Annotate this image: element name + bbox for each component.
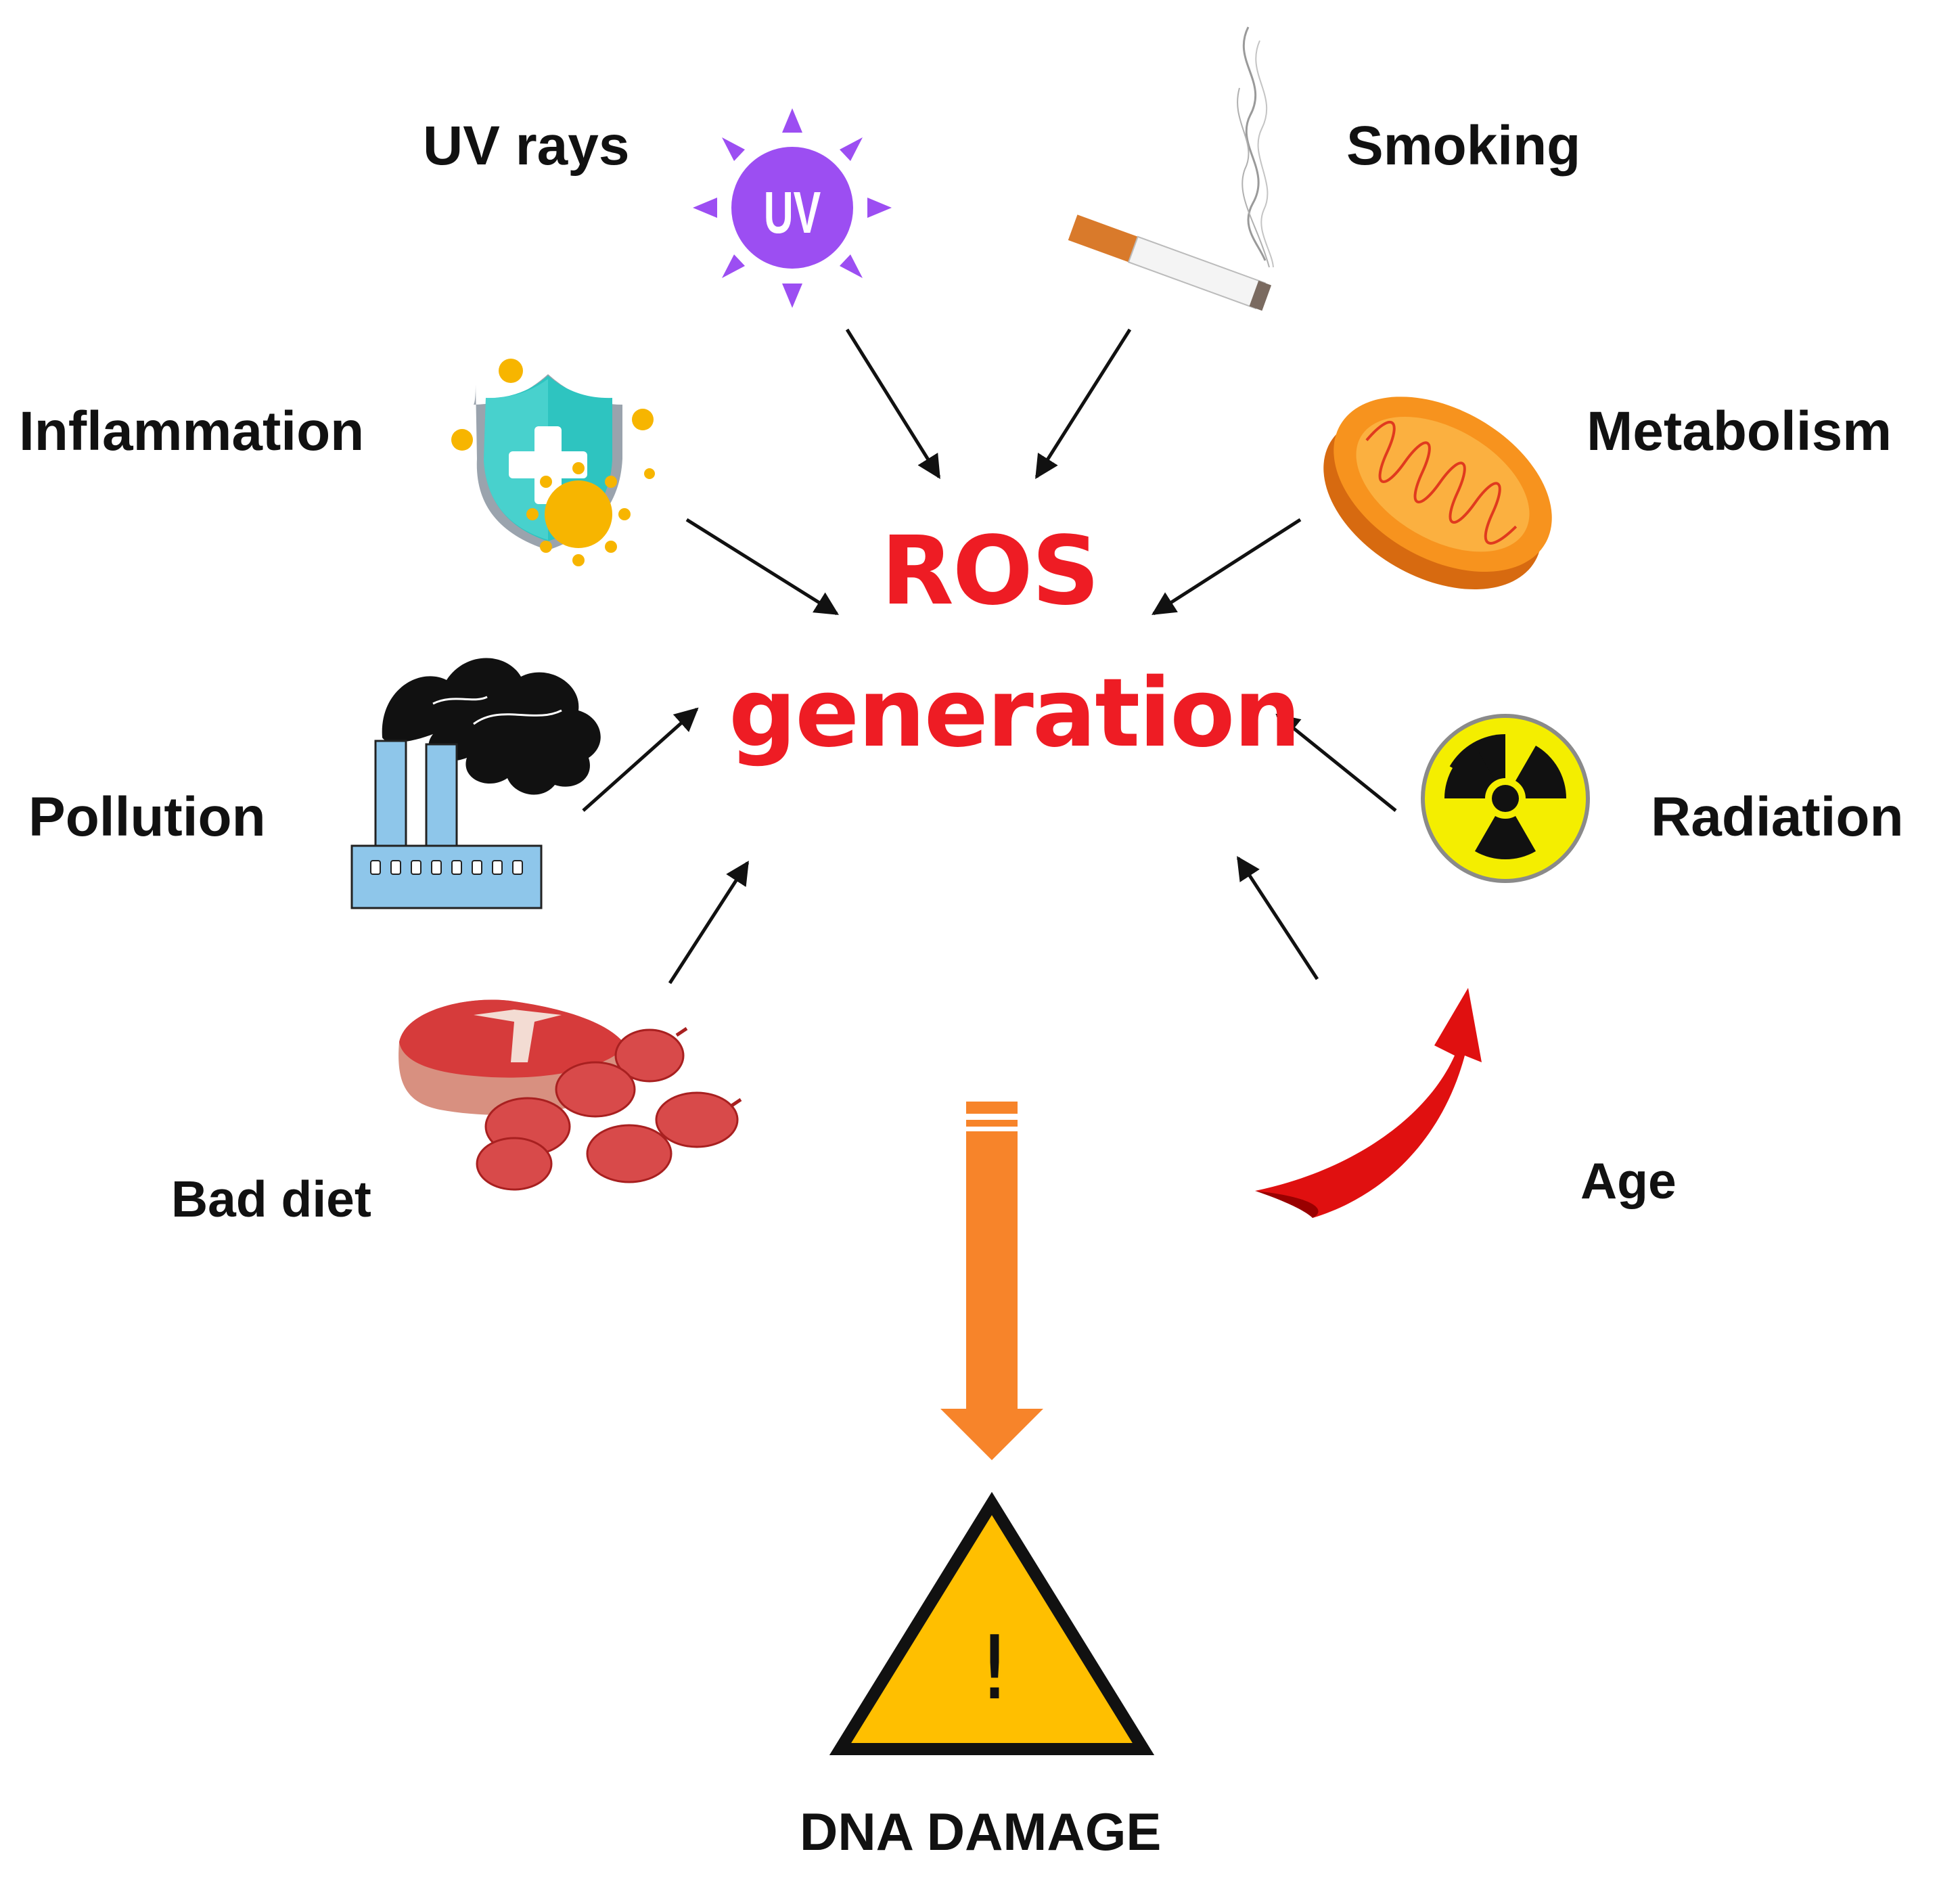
shield-virus-icon (451, 359, 655, 566)
label-age: Age (1580, 1152, 1677, 1209)
label-pollution: Pollution (28, 786, 266, 848)
arrow-smoking-to-ros (1034, 328, 1132, 479)
arrow-pollution-to-ros (582, 707, 699, 812)
meat-sausage-icon (398, 999, 742, 1191)
label-uv-rays: UV rays (423, 115, 630, 177)
arrow-uv-to-ros (845, 328, 941, 479)
radiation-symbol-icon (1421, 714, 1590, 883)
label-bad-diet: Bad diet (171, 1171, 371, 1227)
label-smoking: Smoking (1346, 115, 1581, 177)
factory-smoke-icon (350, 658, 601, 909)
warning-triangle-icon: ! (829, 1491, 1155, 1755)
uv-sun-icon: UV (693, 108, 892, 308)
curved-up-arrow-icon (1255, 988, 1482, 1218)
arrow-radiation-to-ros (1275, 713, 1397, 812)
label-radiation: Radiation (1651, 786, 1904, 848)
arrow-diet-to-ros (668, 861, 750, 984)
title-ros: ROS (881, 516, 1100, 627)
down-arrow-to-dna-damage (940, 1102, 1043, 1460)
mitochondrion-icon (1323, 397, 1552, 589)
arrow-age-to-ros (1236, 856, 1319, 980)
arrow-inflammation-to-ros (685, 518, 839, 616)
title-generation: generation (729, 658, 1301, 769)
arrow-metabolism-to-ros (1152, 518, 1302, 616)
label-dna-damage: DNA DAMAGE (800, 1802, 1162, 1861)
cigarette-icon (1068, 26, 1274, 311)
uv-icon-text: UV (764, 179, 821, 245)
label-metabolism: Metabolism (1587, 401, 1892, 462)
label-inflammation: Inflammation (19, 401, 365, 462)
warning-exclamation-text: ! (977, 1616, 1012, 1719)
